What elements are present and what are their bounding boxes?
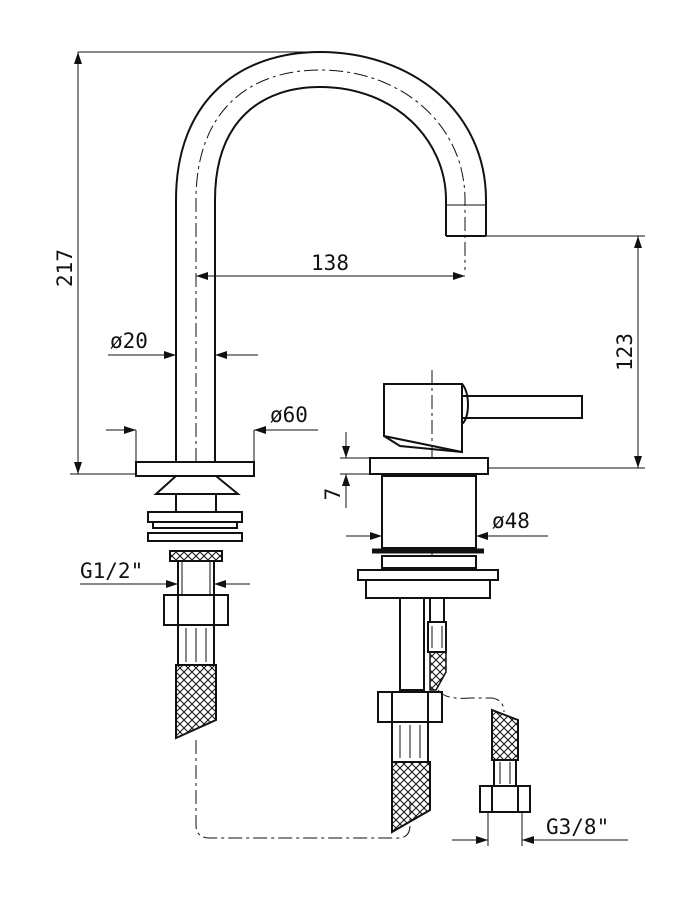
dimension-labels: 217 138 123 ø20 ø60 7 ø48 G1/2" G3/8" [53, 249, 637, 839]
spout-gasket [169, 550, 223, 562]
spout-hex-nut [163, 594, 229, 626]
spout-centerline [195, 69, 466, 462]
hose-link-path [195, 740, 411, 839]
mixer-assembly [357, 370, 583, 834]
g38-braided-hose [491, 708, 519, 761]
mixer-lever [461, 395, 583, 419]
dim-base-diameter: ø60 [270, 403, 308, 427]
g38-hex-nut [479, 785, 531, 813]
dim-height-total: 217 [53, 249, 77, 287]
dim-spout-height: 123 [613, 333, 637, 371]
mixer-small-hose [429, 651, 447, 691]
spout-inner-contour [214, 85, 447, 462]
spout-base-plate [135, 461, 255, 477]
dim-thread-hose: G3/8" [546, 815, 609, 839]
mixer-body [381, 475, 477, 549]
spout-braided-hose [175, 664, 217, 740]
dim-spout-diameter: ø20 [110, 329, 148, 353]
dim-mixer-diameter: ø48 [492, 509, 530, 533]
dim-thread-spout: G1/2" [80, 559, 143, 583]
spout-assembly [135, 50, 487, 740]
connection-hose [195, 689, 531, 839]
mixer-handle-cap [383, 383, 463, 454]
mixer-hex-nut [377, 691, 443, 723]
dim-reach: 138 [311, 251, 349, 275]
dim-handle-base-height: 7 [321, 488, 345, 501]
dimension-lines [70, 51, 645, 846]
mixer-base-plate [369, 457, 489, 475]
mixer-braided-hose [391, 761, 431, 834]
